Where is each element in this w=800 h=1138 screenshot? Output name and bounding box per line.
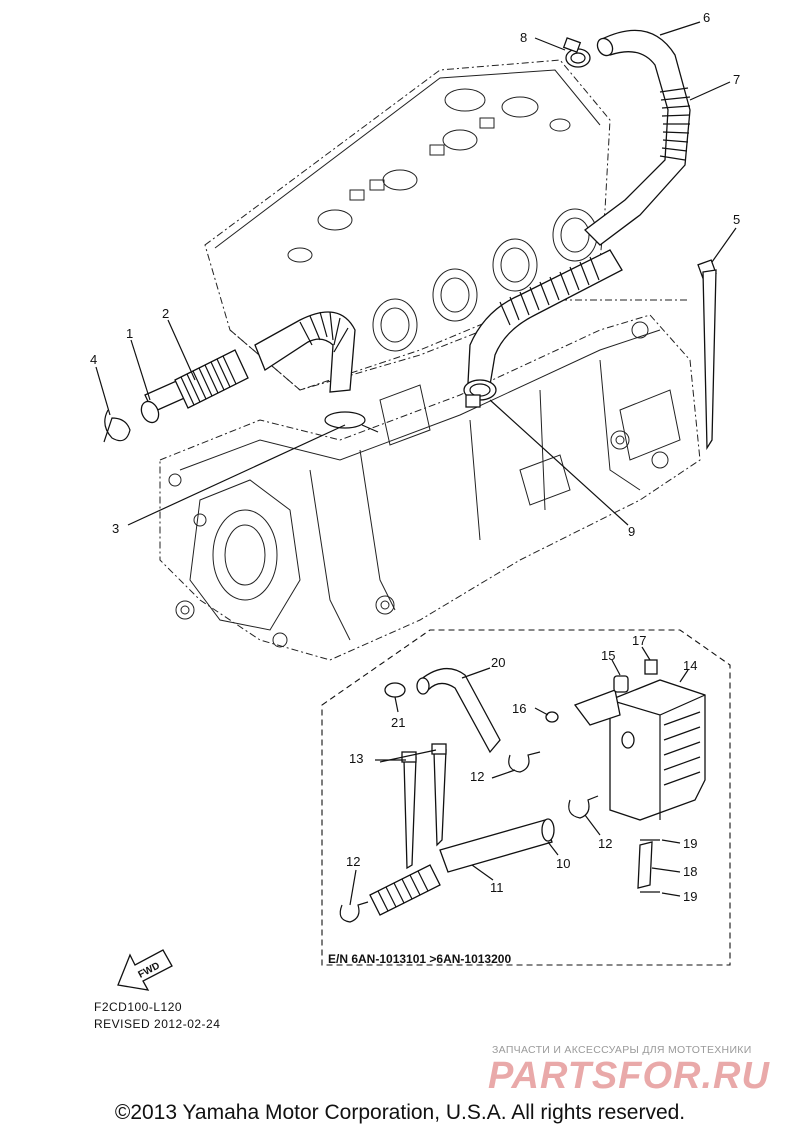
callout-17: 17 (632, 633, 646, 648)
callout-18: 18 (683, 864, 697, 879)
revised-date: REVISED 2012-02-24 (94, 1017, 220, 1031)
part-6-7-hose (584, 29, 691, 246)
en-range-label: E/N 6AN-1013101 >6AN-1013200 (328, 952, 511, 966)
callout-16: 16 (512, 701, 526, 716)
callout-14: 14 (683, 658, 697, 673)
callout-3: 3 (112, 521, 119, 536)
watermark-logo: PARTSFOR.RU (488, 1055, 770, 1097)
fwd-arrow-icon: FWD (117, 949, 173, 991)
watermark-tagline: ЗАПЧАСТИ И АКСЕССУАРЫ ДЛЯ МОТОТЕХНИКИ (492, 1044, 752, 1056)
diagram-code: F2CD100-L120 (94, 1000, 182, 1014)
part-2-corrugated-hose (174, 349, 249, 409)
callout-19a: 19 (683, 836, 697, 851)
callout-21: 21 (391, 715, 405, 730)
inset-parts (339, 659, 706, 923)
callout-11: 11 (490, 880, 504, 895)
leader-lines (95, 21, 737, 526)
part-5-cable-tie (697, 259, 717, 451)
callout-7: 7 (733, 72, 740, 87)
part-4-clip (103, 409, 131, 443)
callout-1: 1 (126, 326, 133, 341)
callout-4: 4 (90, 352, 97, 367)
callout-12c: 12 (346, 854, 360, 869)
callout-8: 8 (520, 30, 527, 45)
engine-block (159, 59, 701, 661)
callout-13: 13 (349, 751, 363, 766)
part-9-clamp (463, 379, 497, 408)
elbow-hose (254, 311, 356, 393)
callout-2: 2 (162, 306, 169, 321)
callout-labels: 1 2 3 4 5 6 7 8 9 10 11 12 12 12 13 14 1… (90, 10, 740, 904)
part-8-clamp (562, 37, 591, 68)
callout-15: 15 (601, 648, 615, 663)
callout-10: 10 (556, 856, 570, 871)
inset-frame (321, 629, 731, 966)
callout-9: 9 (628, 524, 635, 539)
copyright-notice: ©2013 Yamaha Motor Corporation, U.S.A. A… (114, 1101, 686, 1124)
callout-12a: 12 (470, 769, 484, 784)
part-3-clip (324, 411, 379, 433)
callout-12b: 12 (598, 836, 612, 851)
callout-5: 5 (733, 212, 740, 227)
callout-6: 6 (703, 10, 710, 25)
callout-19b: 19 (683, 889, 697, 904)
inset-leader-lines (349, 646, 689, 906)
callout-20: 20 (491, 655, 505, 670)
lower-corrugated-hose (467, 249, 623, 386)
